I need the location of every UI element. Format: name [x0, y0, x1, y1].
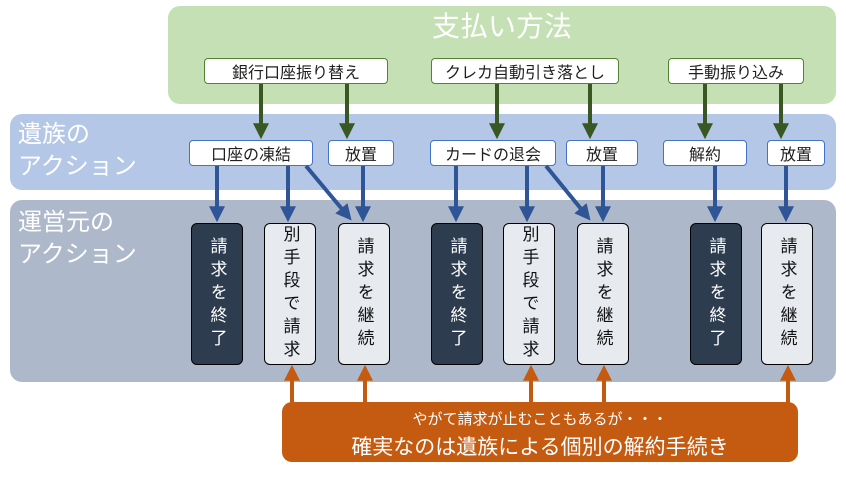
operator-label-line2: アクション	[18, 240, 137, 268]
family-action-leave-bank: 放置	[328, 140, 394, 166]
operator-row-label: 運営元の アクション	[18, 206, 137, 270]
note-line-2: 確実なのは遺族による個別の解約手続き	[351, 435, 729, 459]
family-action-terminate: 解約	[663, 140, 747, 166]
operator-action-continue-billing-1: 請求を継続	[338, 223, 390, 365]
operator-label-line1: 運営元の	[18, 208, 114, 236]
conclusion-note: やがて請求が止むこともあるが・・・ 確実なのは遺族による個別の解約手続き	[282, 402, 798, 462]
payment-bank-transfer: 銀行口座振り替え	[204, 58, 388, 84]
operator-action-end-billing-3: 請求を終了	[690, 223, 742, 365]
operator-action-continue-billing-2: 請求を継続	[577, 223, 629, 365]
family-row-label: 遺族の アクション	[18, 118, 137, 182]
note-line-1: やがて請求が止むこともあるが・・・	[412, 410, 668, 428]
family-label-line1: 遺族の	[18, 120, 90, 148]
family-action-freeze-account: 口座の凍結	[189, 140, 313, 166]
operator-action-alt-billing-1: 別手段で請求	[264, 223, 316, 365]
payment-methods-title: 支払い方法	[431, 10, 572, 43]
family-action-cancel-card: カードの退会	[430, 140, 556, 166]
operator-action-end-billing-1: 請求を終了	[191, 223, 243, 365]
payment-credit-card: クレカ自動引き落とし	[431, 58, 619, 84]
arrow-freeze-to-continue	[304, 164, 352, 221]
payment-manual-transfer: 手動振り込み	[668, 58, 804, 84]
payment-methods-band	[168, 6, 836, 104]
family-action-leave-card: 放置	[566, 140, 638, 166]
arrow-cancel-to-continue	[544, 164, 591, 221]
family-action-leave-manual: 放置	[767, 140, 825, 166]
operator-action-continue-billing-3: 請求を継続	[761, 223, 813, 365]
operator-action-alt-billing-2: 別手段で請求	[503, 223, 555, 365]
family-label-line2: アクション	[18, 152, 137, 180]
operator-action-end-billing-2: 請求を終了	[431, 223, 483, 365]
